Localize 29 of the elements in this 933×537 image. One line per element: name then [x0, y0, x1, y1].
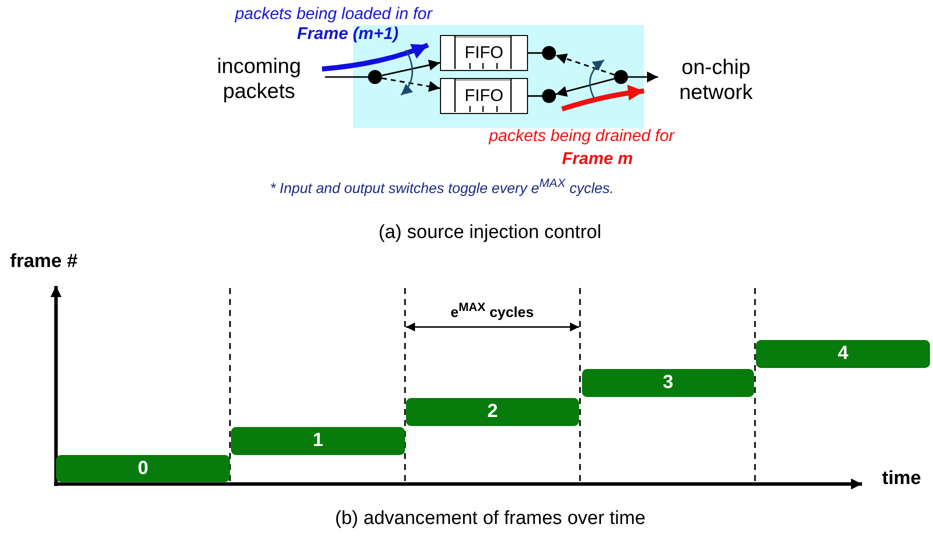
annotation: Frame m	[562, 149, 633, 169]
connector-arrow	[382, 77, 440, 92]
dimension-label: e$^{MAX}$ cycles	[450, 300, 534, 321]
frame-bar: 4	[756, 340, 930, 368]
annotation: packets being drained for	[489, 127, 674, 146]
node-label: incoming packets	[205, 50, 313, 108]
connector-arrow	[556, 78, 614, 97]
caption: (b) advancement of frames over time	[335, 508, 646, 530]
axis-title: time	[882, 468, 922, 490]
fifo-buffer: FIFO	[440, 35, 528, 71]
switch-dot	[614, 70, 628, 84]
frame-bar: 0	[56, 455, 230, 482]
annotation: Frame (m+1)	[297, 24, 399, 44]
footnote: * Input and output switches toggle every e$^{MAX}$ cycles.	[270, 176, 614, 197]
switch-dot	[368, 70, 382, 84]
connector-arrow	[555, 53, 615, 76]
switch-dot	[542, 46, 556, 60]
frame-bar: 1	[231, 427, 405, 455]
connector-arrow	[628, 72, 658, 82]
switch-panel	[353, 25, 644, 128]
connector-arrow	[382, 60, 440, 76]
caption: (a) source injection control	[378, 222, 602, 244]
switch-dot	[542, 89, 556, 103]
node-label: on-chip network	[666, 52, 766, 108]
frame-bar: 3	[582, 369, 754, 397]
axis-title: frame #	[10, 251, 78, 273]
frame-bar: 2	[406, 398, 579, 426]
fifo-buffer: FIFO	[440, 78, 528, 114]
annotation: packets being loaded in for	[235, 5, 432, 24]
